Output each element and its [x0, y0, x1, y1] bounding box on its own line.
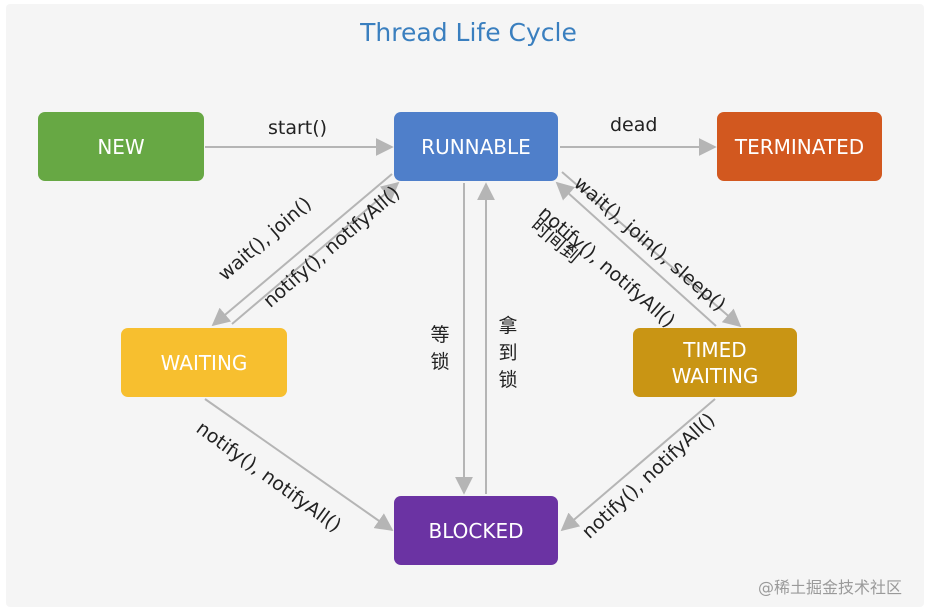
label-dead: dead: [610, 114, 658, 136]
state-terminated: TERMINATED: [717, 112, 882, 181]
state-timed-waiting: TIMED WAITING: [633, 328, 797, 397]
arrow-timed-to-blocked: [560, 398, 716, 532]
watermark: @稀土掘金技术社区: [758, 578, 903, 597]
arrow-waiting-to-blocked: [204, 398, 394, 532]
state-runnable: RUNNABLE: [394, 112, 558, 181]
label-got-lock: 拿到锁: [498, 315, 518, 391]
label-start: start(): [268, 117, 328, 139]
state-terminated-label: TERMINATED: [734, 134, 865, 159]
arrow-runnable-to-timed: [561, 171, 742, 328]
state-waiting: WAITING: [121, 328, 287, 397]
state-waiting-label: WAITING: [160, 350, 248, 375]
arrow-timed-to-runnable: [555, 181, 717, 327]
state-blocked-label: BLOCKED: [428, 518, 524, 543]
state-new: NEW: [38, 112, 204, 181]
state-timed-waiting-label-line1: TIMED: [683, 337, 747, 362]
arrow-runnable-to-waiting: [211, 173, 393, 327]
diagram-title: Thread Life Cycle: [360, 18, 577, 47]
state-blocked: BLOCKED: [394, 496, 558, 565]
state-new-label: NEW: [97, 134, 145, 159]
label-wait-lock: 等锁: [430, 324, 450, 373]
arrow-waiting-to-runnable: [231, 181, 400, 325]
state-runnable-label: RUNNABLE: [421, 134, 531, 159]
state-timed-waiting-label-line2: WAITING: [671, 363, 759, 388]
